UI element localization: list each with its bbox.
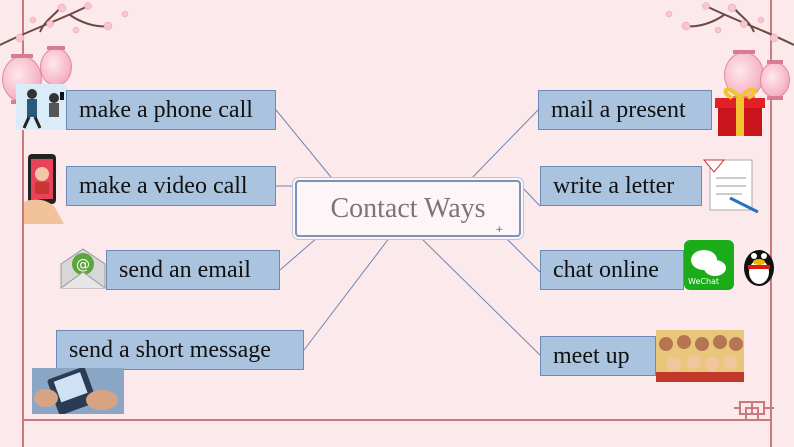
central-topic-node[interactable]: Contact Ways +	[295, 180, 521, 237]
phone-call-person-icon	[16, 84, 66, 130]
branch-label: chat online	[553, 257, 659, 283]
crowd-people-icon	[656, 330, 744, 382]
branch-label: send a short message	[69, 337, 271, 363]
central-topic-label: Contact Ways	[330, 192, 486, 224]
connector-write-letter	[520, 185, 541, 207]
frame-left	[22, 0, 24, 447]
wechat-qq-icon: WeChat	[684, 240, 784, 290]
branch-mail-present[interactable]: mail a present	[538, 90, 712, 130]
lantern-right-small-icon	[760, 60, 790, 100]
texting-hands-icon	[32, 368, 124, 414]
branch-label: send an email	[119, 257, 251, 283]
branch-make-video-call[interactable]: make a video call	[66, 166, 276, 206]
video-call-phone-icon	[24, 154, 64, 224]
connector-short-message	[303, 236, 391, 351]
branch-meet-up[interactable]: meet up	[540, 336, 656, 376]
branch-label: make a video call	[79, 173, 248, 199]
frame-bottom	[22, 419, 772, 421]
branch-write-letter[interactable]: write a letter	[540, 166, 702, 206]
frame-right	[770, 0, 772, 447]
chinese-knot-icon	[734, 401, 774, 421]
connector-phone-call	[275, 109, 336, 183]
wechat-logo-icon	[684, 240, 734, 290]
connector-email	[279, 236, 319, 271]
branch-chat-online[interactable]: chat online	[540, 250, 684, 290]
qq-penguin-icon	[744, 250, 774, 286]
svg-text:@: @	[76, 257, 90, 273]
branch-send-short-message[interactable]: send a short message	[56, 330, 304, 370]
branch-make-phone-call[interactable]: make a phone call	[66, 90, 276, 130]
gift-box-icon	[715, 87, 765, 136]
branch-label: meet up	[553, 343, 630, 369]
branch-label: write a letter	[553, 173, 675, 199]
branch-send-email[interactable]: send an email	[106, 250, 280, 290]
connector-chat-online	[504, 236, 541, 273]
connector-meet-up	[419, 236, 541, 356]
wechat-label: WeChat	[688, 277, 720, 286]
branch-label: make a phone call	[79, 97, 253, 123]
email-envelope-icon: @	[60, 248, 106, 289]
letter-quill-icon	[702, 159, 759, 214]
blossom-branch-right-icon	[665, 2, 794, 46]
collapse-toggle-icon[interactable]: +	[495, 225, 503, 235]
branch-label: mail a present	[551, 97, 686, 123]
connector-mail-present	[467, 109, 539, 183]
blossom-branch-left-icon	[0, 2, 129, 46]
